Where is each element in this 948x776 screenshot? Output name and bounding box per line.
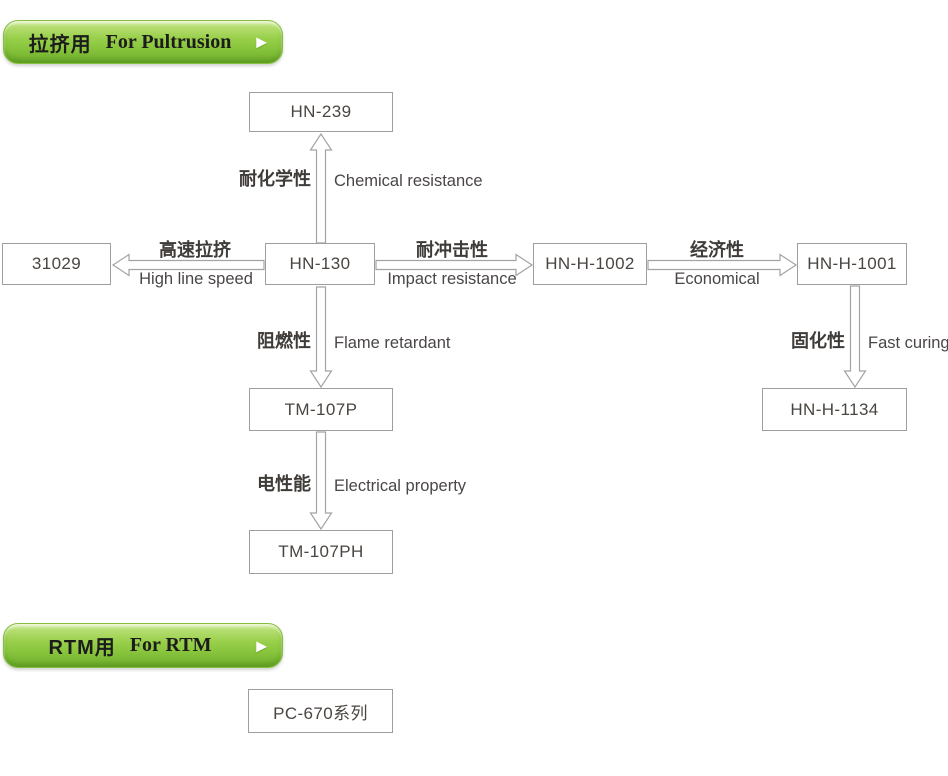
node-tm-107ph: TM-107PH: [249, 530, 393, 574]
edge-label-electrical-en: Electrical property: [334, 477, 467, 495]
node-hn-h-1001: HN-H-1001: [797, 243, 907, 285]
node-hn-h-1002: HN-H-1002: [533, 243, 647, 285]
node-tm-107p: TM-107P: [249, 388, 393, 431]
arrow-down-fast-curing: [843, 285, 867, 389]
node-pc-670-series: PC-670系列: [248, 689, 393, 733]
edge-label-economical-en: Economical: [674, 270, 760, 288]
node-31029: 31029: [2, 243, 111, 285]
node-hn-h-1134: HN-H-1134: [762, 388, 907, 431]
edge-label-impact-zh: 耐冲击性: [416, 240, 488, 260]
play-arrow-icon: ▶: [256, 33, 267, 50]
edge-label-fast-curing-zh: 固化性: [791, 331, 845, 351]
arrow-down-flame-retardant: [309, 286, 333, 389]
pultrusion-label-en: For Pultrusion: [105, 30, 232, 53]
pultrusion-section-button[interactable]: 拉挤用 For Pultrusion ▶: [3, 20, 283, 64]
play-arrow-icon: ▶: [256, 637, 267, 654]
edge-label-chemical-zh: 耐化学性: [239, 169, 311, 189]
arrow-up-chemical-resistance: [309, 132, 333, 244]
node-hn-239: HN-239: [249, 92, 393, 132]
rtm-label-zh: RTM用: [48, 637, 116, 659]
edge-label-chemical-en: Chemical resistance: [334, 172, 483, 190]
edge-label-economical-zh: 经济性: [690, 240, 744, 260]
edge-label-electrical-zh: 电性能: [257, 474, 311, 494]
rtm-section-button[interactable]: RTM用 For RTM ▶: [3, 623, 283, 668]
rtm-label-en: For RTM: [129, 634, 212, 656]
arrow-down-electrical-property: [309, 431, 333, 531]
node-hn-130: HN-130: [265, 243, 375, 285]
edge-label-flame-en: Flame retardant: [334, 334, 451, 352]
edge-label-flame-zh: 阻燃性: [257, 331, 311, 351]
edge-label-impact-en: Impact resistance: [387, 270, 517, 288]
pultrusion-label-zh: 拉挤用: [28, 33, 92, 56]
edge-label-high-line-en: High line speed: [139, 270, 253, 288]
edge-label-fast-curing-en: Fast curing: [868, 334, 948, 352]
edge-label-high-line-zh: 高速拉挤: [159, 240, 231, 260]
